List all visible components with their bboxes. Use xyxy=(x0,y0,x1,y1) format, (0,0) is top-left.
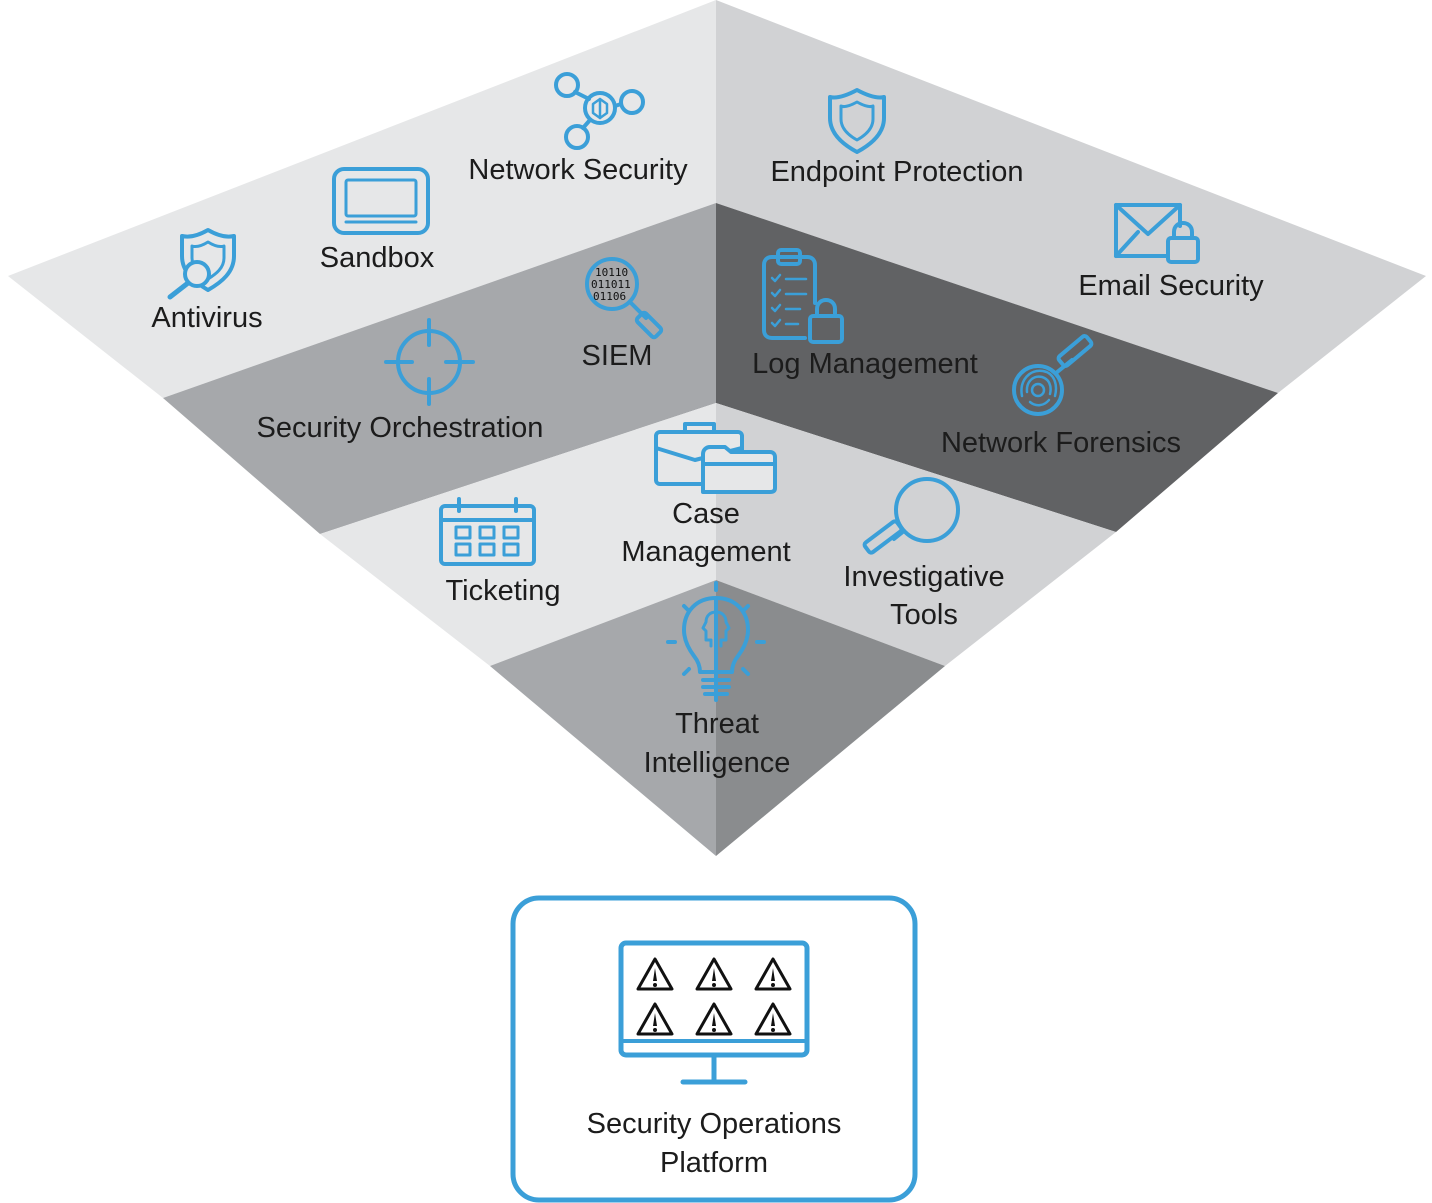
warning-triangle-icon xyxy=(695,1002,733,1036)
label-network-security: Network Security xyxy=(468,154,688,186)
label-endpoint-protection: Endpoint Protection xyxy=(770,156,1023,188)
platform-label-line2: Platform xyxy=(660,1147,768,1179)
calendar-icon xyxy=(439,497,536,566)
label-security-orchestration: Security Orchestration xyxy=(257,412,544,444)
lightbulb-head-icon xyxy=(666,581,766,702)
monitor-icon xyxy=(332,167,430,235)
crosshair-icon xyxy=(384,318,475,406)
label-ticketing: Ticketing xyxy=(446,575,561,607)
binary-magnifier-icon xyxy=(585,257,664,340)
label-investigative-tools-line2: Tools xyxy=(890,599,958,631)
label-case-management-line1: Case xyxy=(672,498,740,530)
label-threat-intelligence-line2: Intelligence xyxy=(644,747,791,779)
warning-triangle-icon xyxy=(695,957,733,991)
platform-frame xyxy=(510,895,918,1203)
label-network-forensics: Network Forensics xyxy=(941,427,1181,459)
briefcase-folder-icon xyxy=(654,422,777,494)
fingerprint-magnifier-icon xyxy=(1012,334,1094,416)
warning-triangle-icon xyxy=(636,957,674,991)
pyramid xyxy=(8,0,1426,856)
label-investigative-tools-line1: Investigative xyxy=(843,561,1004,593)
platform-label-line1: Security Operations xyxy=(587,1108,842,1140)
label-log-management: Log Management xyxy=(752,348,978,380)
zone-mid-left xyxy=(163,203,716,534)
zone-outer-left xyxy=(8,0,716,398)
zone-lower-right xyxy=(716,403,1116,666)
label-email-security: Email Security xyxy=(1078,270,1264,302)
network-nodes-icon xyxy=(554,72,645,150)
alert-grid xyxy=(636,957,792,1036)
binary-line-1: 10110 xyxy=(595,266,628,279)
binary-line-2: 011011 xyxy=(591,278,631,291)
zone-apex-right xyxy=(716,580,945,856)
label-threat-intelligence-line1: Threat xyxy=(675,708,759,740)
clipboard-lock-icon xyxy=(762,248,844,344)
monitor-alerts-icon xyxy=(618,940,810,1085)
warning-triangle-icon xyxy=(754,957,792,991)
binary-text: 10110 011011 01106 xyxy=(591,266,631,303)
binary-line-3: 01106 xyxy=(593,290,626,303)
zone-apex-left xyxy=(490,580,716,856)
label-sandbox: Sandbox xyxy=(320,242,435,274)
shield-magnifier-icon xyxy=(167,228,236,300)
shield-icon xyxy=(828,88,886,154)
pyramid-labels: Network Security Endpoint Protection San… xyxy=(151,154,1264,779)
label-case-management-line2: Management xyxy=(621,536,790,568)
platform-box: Security Operations Platform xyxy=(510,895,918,1203)
label-siem: SIEM xyxy=(582,340,653,372)
magnifier-icon xyxy=(862,477,960,555)
warning-triangle-icon xyxy=(636,1002,674,1036)
label-antivirus: Antivirus xyxy=(151,302,262,334)
warning-triangle-icon xyxy=(754,1002,792,1036)
zone-outer-right xyxy=(716,0,1426,393)
zone-mid-right-dark xyxy=(716,203,1278,532)
envelope-lock-icon xyxy=(1114,203,1200,264)
